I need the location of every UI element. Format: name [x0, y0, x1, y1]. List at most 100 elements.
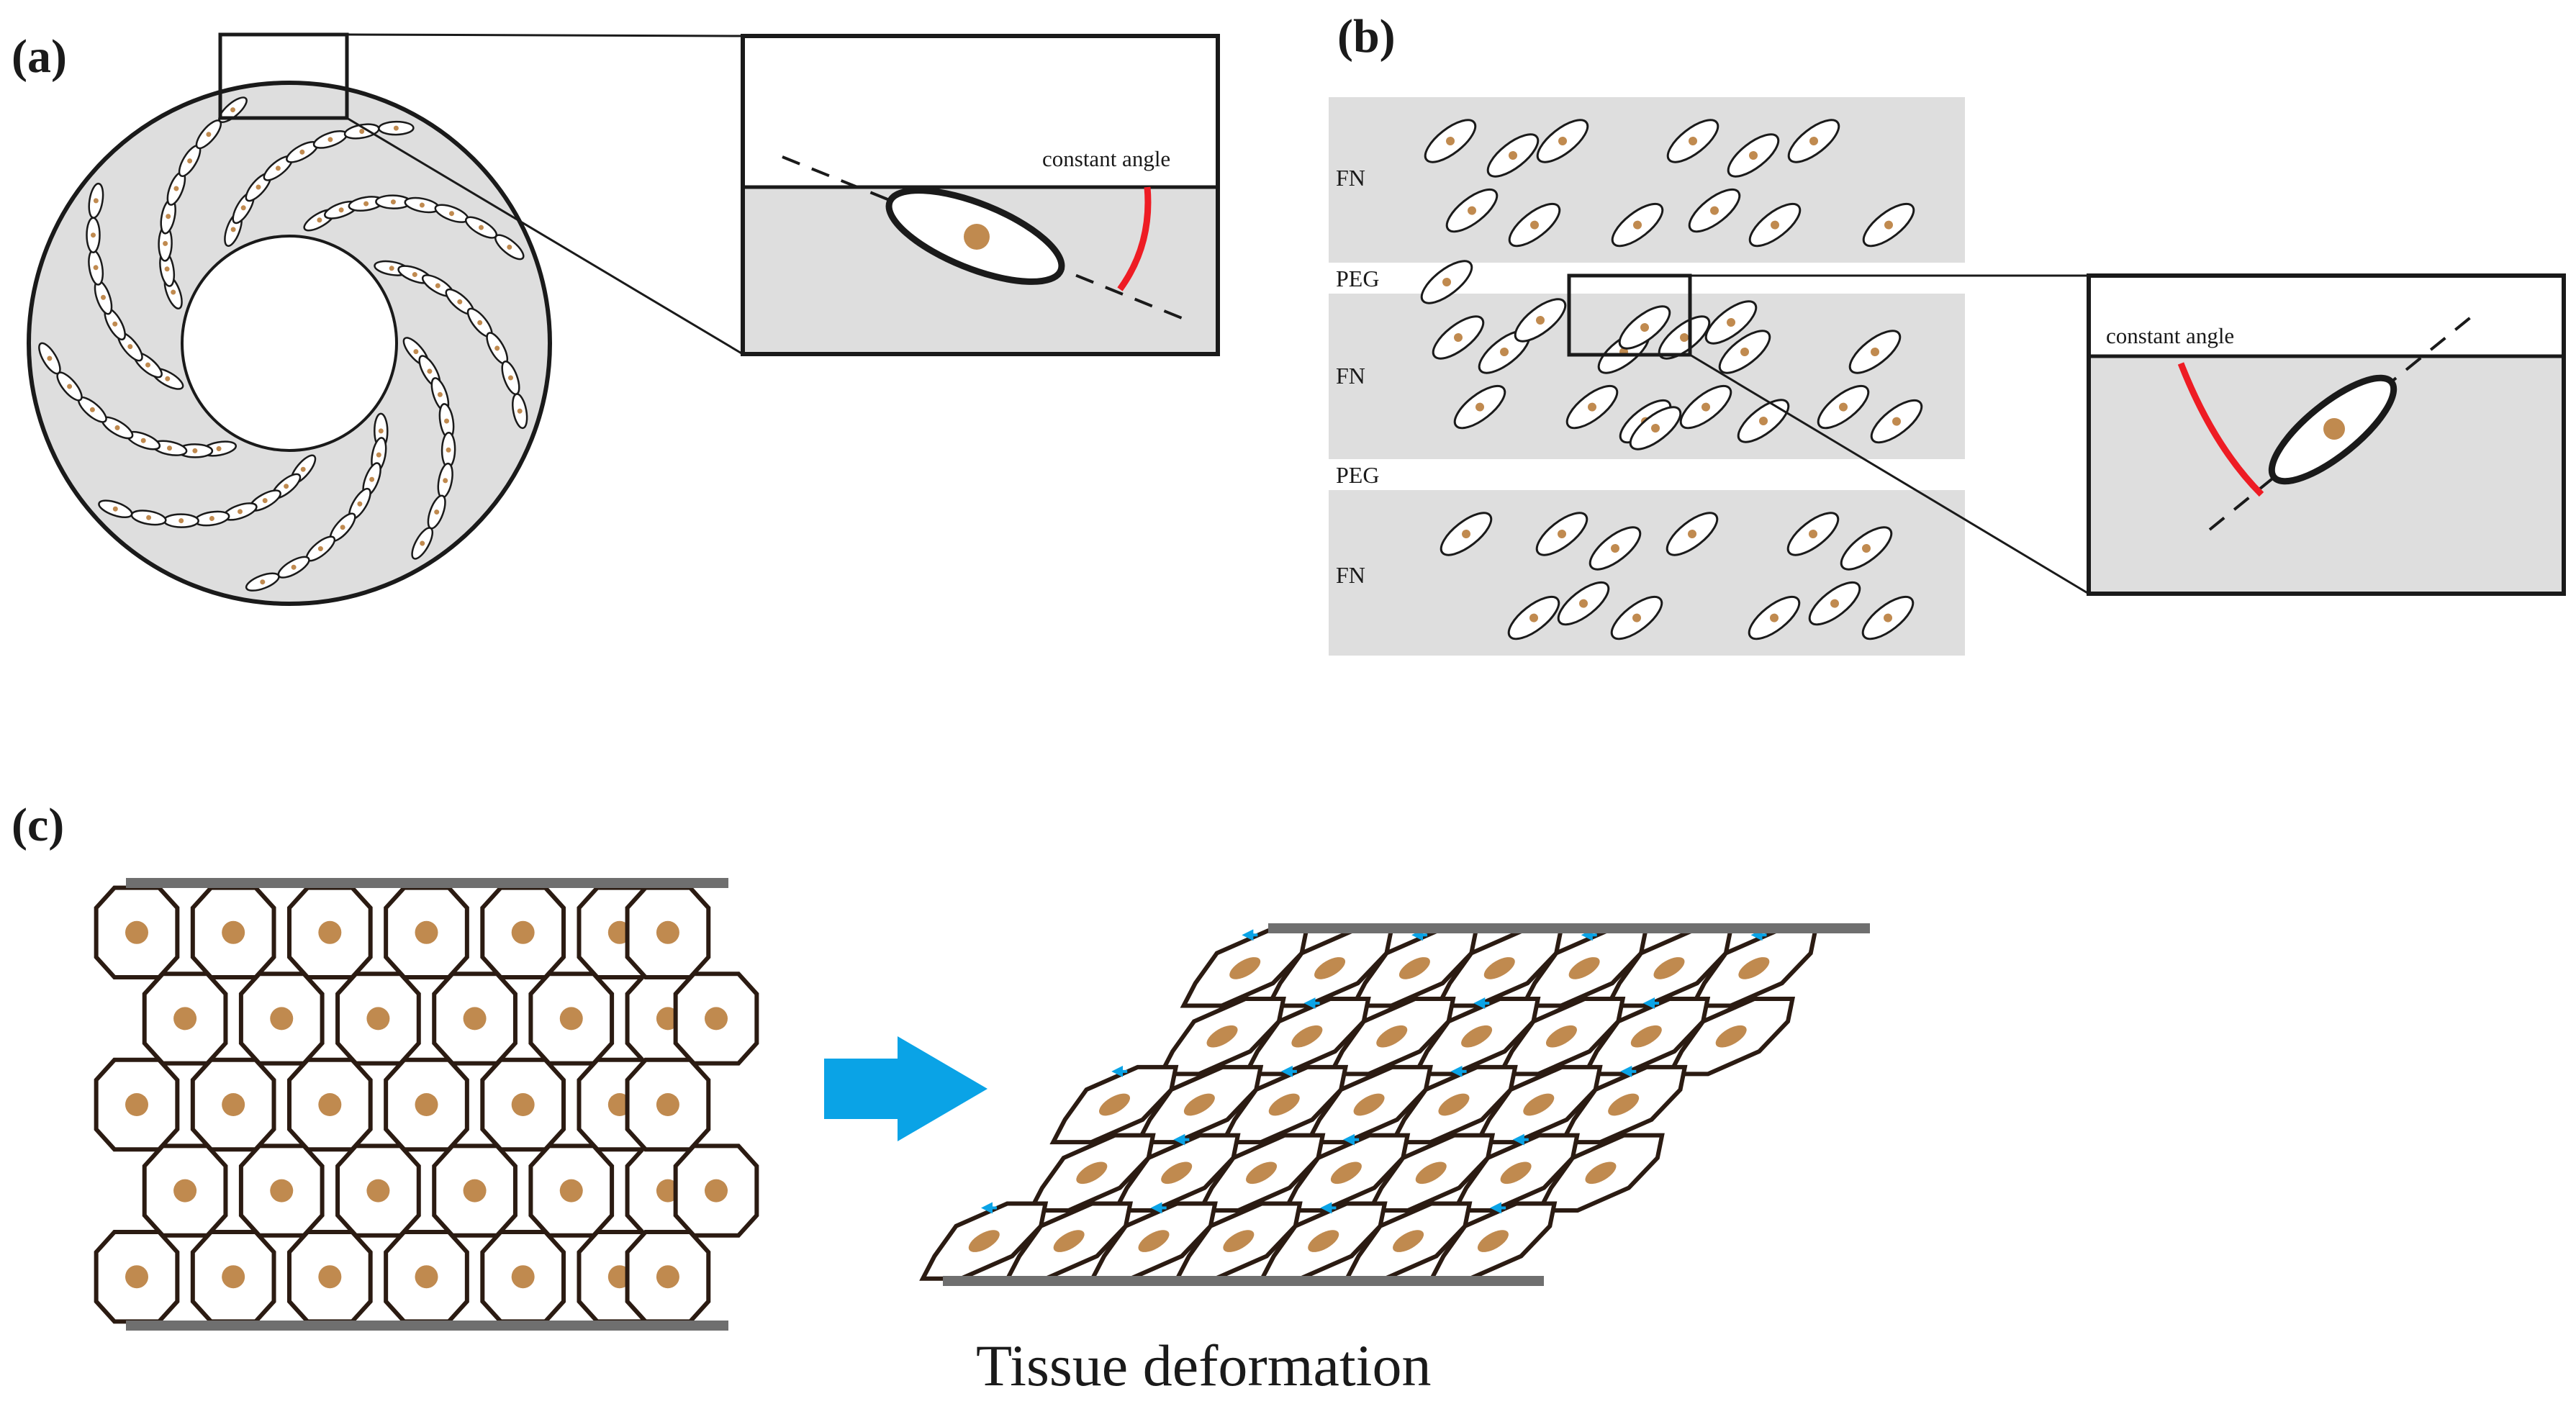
zoom-line-a-bottom	[346, 117, 744, 355]
stripe-cell	[1536, 119, 1589, 163]
cell-axis-line	[782, 155, 1183, 320]
cell-nucleus	[656, 1093, 679, 1116]
ring-cell	[218, 96, 248, 123]
stripe-label-fn-2: FN	[1336, 363, 1365, 389]
stripe-cell	[1507, 595, 1560, 640]
stripe-cell	[1748, 202, 1802, 248]
cell-nucleus	[511, 1093, 535, 1116]
angle-arc-a	[1117, 186, 1152, 291]
stripe-cell	[1666, 512, 1719, 556]
stripe-cell	[1787, 119, 1840, 163]
stripe-cell	[1611, 202, 1664, 248]
cell-nucleus	[1715, 1025, 1747, 1048]
zoom-nucleus-b	[2323, 418, 2345, 440]
cell-nucleus	[366, 1179, 390, 1203]
cell-nucleus	[1314, 957, 1346, 979]
cell-nucleus	[318, 1093, 342, 1116]
cell-nucleus	[1568, 957, 1600, 979]
cell-nucleus	[463, 1007, 487, 1031]
cell-nucleus	[1161, 1161, 1193, 1185]
stripe-cell	[1688, 188, 1741, 233]
zoom-line-a-top	[346, 33, 744, 37]
stripe-cell	[1557, 581, 1610, 626]
ring-cell	[378, 120, 415, 136]
ring-cell	[88, 182, 104, 219]
cell-nucleus	[1415, 1161, 1447, 1185]
stripe-cell	[1508, 202, 1561, 248]
cell-nucleus	[1461, 1025, 1493, 1048]
angle-arc-b	[2177, 362, 2264, 497]
cell-nucleus	[1291, 1025, 1323, 1048]
ring-cell	[38, 342, 61, 375]
ring-cell	[86, 217, 101, 253]
ring-cell	[411, 527, 434, 560]
cell-nucleus	[1376, 1025, 1408, 1048]
cell-nucleus	[705, 1179, 728, 1203]
stripe-cell	[1610, 595, 1663, 640]
shear-arrows	[980, 929, 1767, 1214]
stripe-cell	[1424, 119, 1477, 163]
cell-nucleus	[1393, 1230, 1424, 1252]
stripe-fn-1	[1329, 97, 1965, 263]
stripe-label-peg-1: PEG	[1336, 266, 1379, 291]
cell-nucleus	[173, 1179, 197, 1203]
ring-cell	[348, 196, 384, 212]
cell-nucleus	[463, 1179, 487, 1203]
cell-nucleus	[1246, 1161, 1278, 1185]
cell-nucleus	[1483, 957, 1515, 979]
stripe-cells	[1420, 119, 1923, 640]
panel-a: (a) constant angle	[12, 30, 1220, 606]
cell-nucleus	[656, 920, 679, 944]
stripe-cell	[1420, 260, 1473, 304]
stripe-cell	[1718, 330, 1771, 374]
stripe-cell	[1486, 133, 1540, 178]
stripe-cell	[1861, 595, 1915, 640]
stripe-fn-3	[1329, 490, 1965, 656]
cell-nucleus	[1330, 1161, 1362, 1185]
stripe-cell	[1618, 305, 1671, 350]
stripe-cell	[1453, 384, 1506, 430]
cell-nucleus	[270, 1007, 294, 1031]
cell-nucleus	[318, 920, 342, 944]
cell-nucleus	[125, 1265, 148, 1289]
stripe-cell	[1588, 526, 1642, 571]
ring-cell	[163, 513, 199, 528]
stripe-cell	[1748, 595, 1801, 640]
cell-nucleus	[1653, 957, 1685, 979]
cell-nucleus	[511, 920, 535, 944]
stripe-cell	[1445, 188, 1499, 233]
cell-nucleus	[1229, 957, 1261, 979]
ring-cell	[166, 171, 186, 206]
stripe-cell	[1840, 526, 1893, 571]
zoom-box-a	[218, 32, 349, 120]
angle-label-a: constant angle	[1042, 146, 1170, 171]
panel-c-label: (c)	[12, 799, 64, 851]
cell-nucleus	[270, 1179, 294, 1203]
cell-nucleus	[1268, 1093, 1300, 1116]
cell-nucleus	[415, 1093, 438, 1116]
panel-a-label: (a)	[12, 30, 67, 83]
cell-nucleus	[222, 1093, 245, 1116]
cell-nucleus	[656, 1265, 679, 1289]
panel-c: (c) Tissue deformation	[12, 799, 1870, 1398]
cell-nucleus	[1438, 1093, 1470, 1116]
cell-nucleus	[1353, 1093, 1385, 1116]
ring-cell	[494, 234, 525, 261]
stripe-cell	[1440, 512, 1493, 556]
ring-cell	[245, 572, 280, 592]
stripe-cell	[1432, 315, 1485, 360]
ring-cell	[512, 393, 528, 430]
cell-nucleus	[559, 1179, 583, 1203]
ring-cells	[38, 96, 528, 592]
cell-nucleus	[1223, 1230, 1255, 1252]
cell-nucleus	[1585, 1161, 1617, 1185]
cell-nucleus	[1206, 1025, 1238, 1048]
cell-nucleus	[415, 920, 438, 944]
zoom-inset-a: constant angle	[741, 34, 1220, 356]
honeycomb-sheared	[919, 928, 1818, 1281]
stripe-cell	[1870, 399, 1923, 444]
zoom-nucleus-a	[964, 224, 990, 250]
cell-nucleus	[1076, 1161, 1108, 1185]
ring-cell	[440, 432, 456, 468]
